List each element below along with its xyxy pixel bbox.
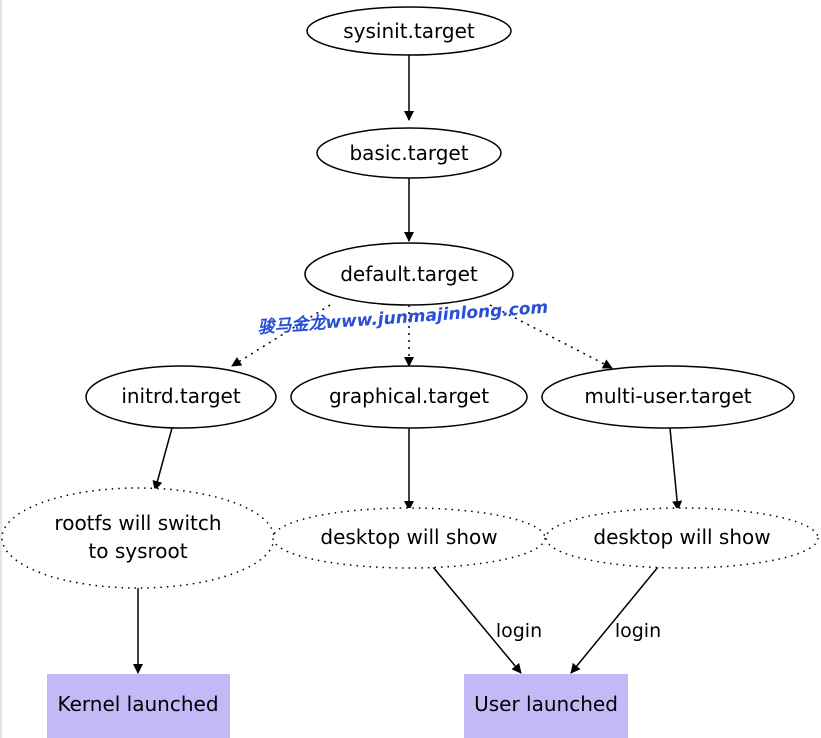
node-label: Kernel launched (57, 692, 218, 716)
node-kernel-launched: Kernel launched (47, 674, 230, 738)
node-desktop-will-show-multiuser: desktop will show (545, 507, 819, 569)
node-label: User launched (474, 692, 618, 716)
node-label: basic.target (349, 141, 468, 165)
node-label-line1: rootfs will switch (54, 511, 221, 535)
box (47, 674, 230, 738)
node-graphical-target: graphical.target (290, 365, 528, 429)
edge-label-login-right: login (615, 620, 661, 642)
node-rootfs-switch: rootfs will switch to sysroot (1, 487, 275, 589)
node-label: desktop will show (593, 525, 770, 549)
node-label: multi-user.target (584, 384, 751, 408)
edge-desktop2-user (570, 566, 659, 674)
node-user-launched: User launched (464, 674, 628, 738)
edge-label-login-left: login (496, 620, 542, 642)
node-label-line2: to sysroot (88, 539, 187, 563)
node-label: default.target (340, 262, 478, 286)
node-label: graphical.target (329, 384, 489, 408)
node-default-target: default.target (304, 242, 514, 306)
edge-multiuser-desktop2 (669, 427, 683, 511)
node-sysinit-target: sysinit.target (306, 6, 512, 56)
node-basic-target: basic.target (316, 127, 502, 179)
node-desktop-will-show-graphical: desktop will show (272, 507, 546, 569)
node-label: desktop will show (320, 525, 497, 549)
node-multi-user-target: multi-user.target (541, 365, 795, 429)
box (464, 674, 628, 738)
edge-initrd-rootfs (152, 427, 173, 491)
edge-desktop1-user (432, 566, 522, 674)
node-initrd-target: initrd.target (85, 365, 277, 429)
node-label: sysinit.target (343, 19, 475, 43)
node-label: initrd.target (121, 384, 241, 408)
edge-default-initrd (231, 304, 331, 367)
edge-default-multiuser (489, 304, 613, 369)
edges (133, 55, 683, 674)
